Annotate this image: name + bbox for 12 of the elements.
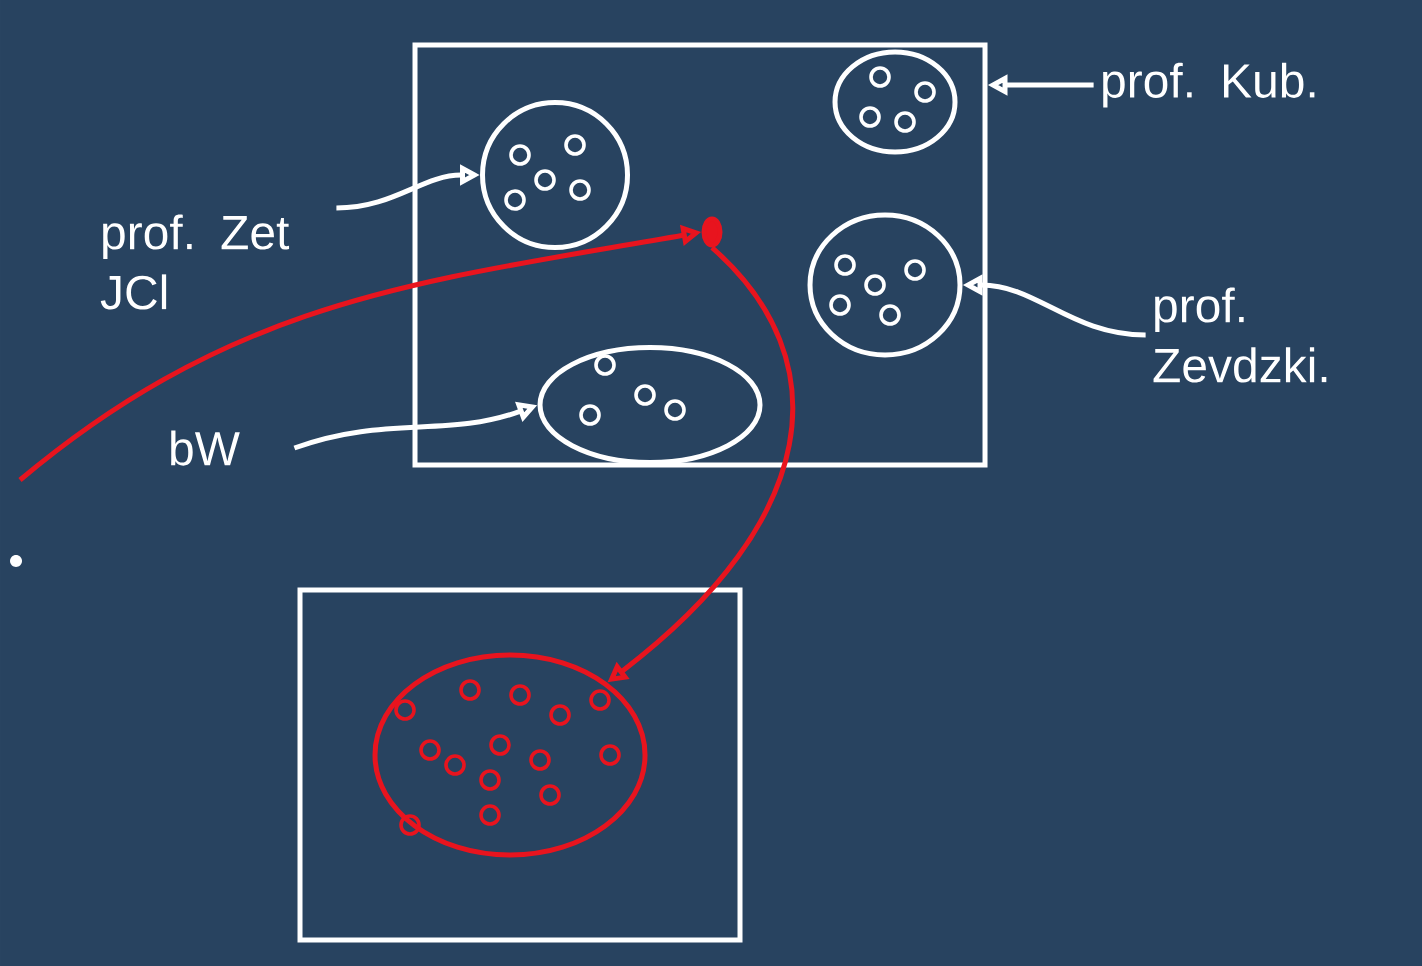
dot-shape xyxy=(701,216,723,248)
blob-shape xyxy=(480,100,630,250)
blob-shape xyxy=(537,345,763,465)
handwritten-label: prof. Kub. xyxy=(1103,62,1315,108)
blob-shape xyxy=(807,212,963,358)
blob-shape xyxy=(372,652,648,858)
handwritten-label: prof. Zevdzki. xyxy=(1153,287,1327,383)
handwritten-label: prof. Zet JCl xyxy=(100,214,290,310)
frame-box xyxy=(297,587,743,943)
frame-box xyxy=(412,42,988,468)
handwritten-label: bW xyxy=(171,430,240,466)
blob-shape xyxy=(832,49,958,155)
